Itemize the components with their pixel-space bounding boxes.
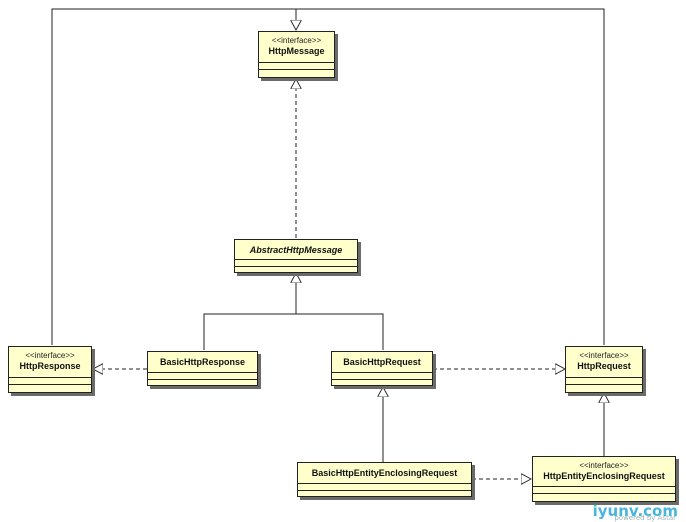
- class-header: BasicHttpResponse: [148, 352, 257, 373]
- class-header: <<interface>> HttpResponse: [9, 347, 91, 378]
- stereotype-label: <<interface>>: [25, 351, 75, 360]
- edge-httpresponse-extends-httpmessage: [51, 8, 296, 345]
- stereotype-label: <<interface>>: [579, 461, 629, 470]
- class-name: HttpResponse: [19, 361, 81, 371]
- class-header: <<interface>> HttpEntityEnclosingRequest: [533, 457, 675, 487]
- attributes-compartment: [566, 378, 642, 385]
- edge-httprequest-extends-httpmessage: [296, 8, 605, 345]
- class-header: <<interface>> HttpRequest: [566, 347, 642, 378]
- class-header: BasicHttpEntityEnclosingRequest: [298, 463, 471, 484]
- edge-basicresponse-extends-abstract: [203, 313, 296, 350]
- class-basic-http-entity-enclosing-request[interactable]: BasicHttpEntityEnclosingRequest: [297, 462, 472, 497]
- operations-compartment: [332, 380, 432, 386]
- operations-compartment: [259, 70, 334, 76]
- class-http-message[interactable]: <<interface>> HttpMessage: [258, 31, 335, 78]
- attributes-compartment: [533, 487, 675, 494]
- attributes-compartment: [332, 373, 432, 380]
- watermark-logo: iyunv.com powered by Astar: [592, 502, 678, 522]
- operations-compartment: [566, 385, 642, 391]
- class-name: BasicHttpEntityEnclosingRequest: [311, 468, 458, 478]
- stereotype-label: <<interface>>: [271, 36, 322, 45]
- class-header: AbstractHttpMessage: [235, 240, 357, 260]
- class-basic-http-request[interactable]: BasicHttpRequest: [331, 351, 433, 386]
- class-header: <<interface>> HttpMessage: [259, 32, 334, 63]
- attributes-compartment: [9, 378, 91, 385]
- class-http-response[interactable]: <<interface>> HttpResponse: [8, 346, 92, 393]
- attributes-compartment: [298, 484, 471, 491]
- operations-compartment: [235, 267, 357, 273]
- class-name: HttpRequest: [577, 361, 631, 371]
- class-http-entity-enclosing-request[interactable]: <<interface>> HttpEntityEnclosingRequest: [532, 456, 676, 502]
- class-name: BasicHttpRequest: [343, 357, 421, 367]
- class-name: HttpEntityEnclosingRequest: [543, 471, 665, 481]
- operations-compartment: [533, 494, 675, 500]
- attributes-compartment: [259, 63, 334, 70]
- operations-compartment: [148, 380, 257, 386]
- watermark-subtext: powered by Astar: [614, 514, 676, 522]
- class-basic-http-response[interactable]: BasicHttpResponse: [147, 351, 258, 386]
- edge-basicrequest-extends-abstract: [296, 273, 384, 350]
- attributes-compartment: [235, 260, 357, 267]
- operations-compartment: [9, 385, 91, 391]
- attributes-compartment: [148, 373, 257, 380]
- class-name: AbstractHttpMessage: [249, 245, 343, 255]
- class-http-request[interactable]: <<interface>> HttpRequest: [565, 346, 643, 393]
- class-name: BasicHttpResponse: [159, 357, 246, 367]
- class-abstract-http-message[interactable]: AbstractHttpMessage: [234, 239, 358, 273]
- stereotype-label: <<interface>>: [579, 351, 629, 360]
- operations-compartment: [298, 491, 471, 497]
- watermark-text: iyunv.com: [592, 502, 678, 520]
- class-name: HttpMessage: [268, 46, 325, 56]
- class-header: BasicHttpRequest: [332, 352, 432, 373]
